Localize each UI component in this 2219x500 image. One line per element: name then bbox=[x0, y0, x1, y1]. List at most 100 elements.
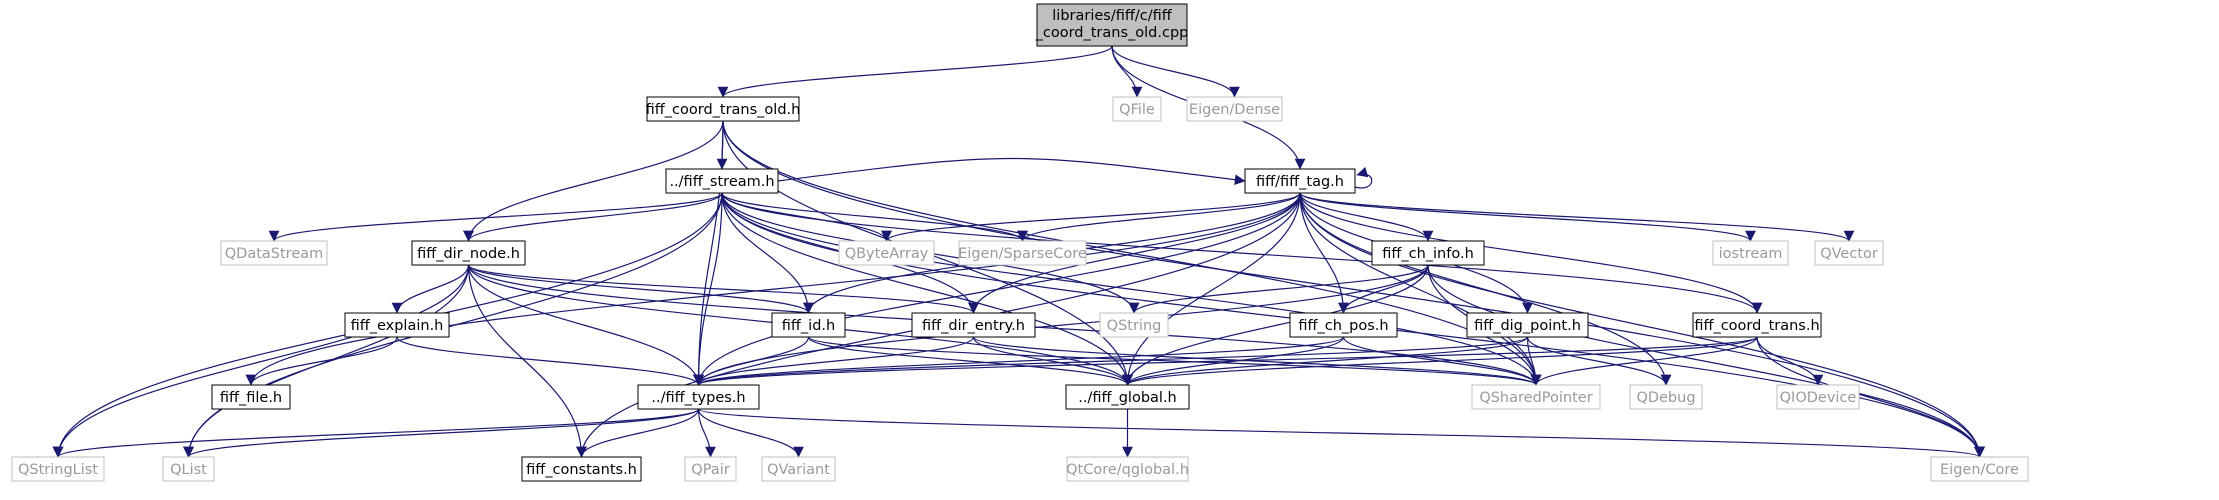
edge-line bbox=[463, 192, 723, 242]
edge-fiff_types_h-to-qlist bbox=[183, 408, 700, 458]
edge-fiff_id_h-to-fiff_global_h bbox=[807, 336, 1133, 386]
node-root[interactable]: libraries/fiff/c/fiff_coord_trans_old.cp… bbox=[1035, 3, 1189, 47]
node-box bbox=[771, 312, 846, 338]
edge-fiff_stream_h-to-qdatastream bbox=[268, 192, 723, 242]
node-fiff-dir-node-h[interactable]: fiff_dir_node.h bbox=[411, 240, 526, 266]
node-qdatastream: QDataStream bbox=[220, 240, 328, 266]
edge-fiff_dig_point_h-to-fiff_types_h bbox=[693, 336, 1529, 386]
node-label: fiff_dir_entry.h bbox=[922, 318, 1025, 334]
edge-coord_trans_old_h-to-fiff_types_h bbox=[693, 120, 724, 386]
edge-fiff_stream_h-to-fiff_tag_h bbox=[777, 157, 1246, 186]
node-label: QVariant bbox=[767, 462, 830, 478]
node-fiff-dir-entry-h[interactable]: fiff_dir_entry.h bbox=[911, 312, 1036, 338]
node-box bbox=[911, 312, 1036, 338]
node-label: fiff_ch_pos.h bbox=[1298, 318, 1388, 334]
edge-fiff_stream_h-to-fiff_global_h bbox=[721, 192, 1133, 386]
edge-fiff_dig_point_h-to-fiff_global_h bbox=[1122, 336, 1529, 386]
node-box bbox=[1930, 456, 2029, 482]
node-box bbox=[1466, 312, 1589, 338]
edge-line bbox=[693, 336, 1529, 386]
node-fiff-id-h[interactable]: fiff_id.h bbox=[771, 312, 846, 338]
node-box bbox=[1186, 96, 1283, 122]
node-label: ../fiff_global.h bbox=[1078, 390, 1177, 406]
edge-fiff_stream_h-to-qbytearray bbox=[721, 192, 892, 242]
edge-line bbox=[1111, 45, 1143, 98]
edge-line bbox=[1299, 192, 1985, 458]
edge-fiff_ch_info_h-to-fiff_types_h bbox=[693, 264, 1429, 386]
edge-line bbox=[183, 264, 470, 458]
edge-coord_trans_old_h-to-eigen_core bbox=[722, 120, 1985, 458]
node-label: fiff_ch_info.h bbox=[1382, 246, 1474, 262]
node-qvector: QVector bbox=[1814, 240, 1884, 266]
edge-line bbox=[1128, 264, 1429, 314]
edge-line bbox=[693, 336, 1345, 386]
node-label: ../fiff_types.h bbox=[651, 390, 745, 406]
edge-fiff_stream_h-to-fiff_id_h bbox=[721, 192, 814, 314]
edge-line bbox=[972, 336, 1542, 386]
node-box bbox=[1814, 240, 1884, 266]
edge-fiff_coord_trans_h-to-fiff_global_h bbox=[1122, 336, 1758, 386]
node-label: QPair bbox=[691, 462, 729, 478]
edge-fiff_stream_h-to-fiff_dir_node_h bbox=[463, 192, 723, 242]
edge-fiff_types_h-to-fiff_constants_h bbox=[576, 408, 700, 458]
node-label: QStringList bbox=[18, 462, 98, 478]
node-iostream: iostream bbox=[1712, 240, 1789, 266]
node-box bbox=[1471, 384, 1601, 410]
edge-line bbox=[722, 120, 1985, 458]
edge-line bbox=[697, 408, 716, 458]
edge-line bbox=[52, 408, 700, 458]
node-box bbox=[1099, 312, 1169, 338]
node-fiff-ch-pos-h[interactable]: fiff_ch_pos.h bbox=[1289, 312, 1398, 338]
edge-fiff_tag_h-to-qvector bbox=[1299, 192, 1855, 242]
edge-fiff_dir_node_h-to-qstringlist bbox=[52, 264, 470, 458]
node-qlist: QList bbox=[162, 456, 215, 482]
edge-line bbox=[777, 157, 1246, 186]
edge-fiff_explain_h-to-fiff_file_h bbox=[245, 336, 398, 386]
node-fiff-ch-info-h[interactable]: fiff_ch_info.h bbox=[1371, 240, 1485, 266]
node-fiff-global-h[interactable]: ../fiff_global.h bbox=[1065, 384, 1190, 410]
edge-line bbox=[245, 336, 398, 386]
node-qfile: QFile bbox=[1112, 96, 1162, 122]
node-qdebug: QDebug bbox=[1629, 384, 1703, 410]
edge-fiff_tag_h-to-fiff_file_h bbox=[245, 192, 1301, 386]
node-label: fiff_dir_node.h bbox=[417, 246, 520, 262]
node-fiff-tag-h[interactable]: fiff/fiff_tag.h bbox=[1244, 168, 1356, 194]
edge-fiff_stream_h-to-eigen_sparsecore bbox=[721, 192, 1028, 242]
edge-line bbox=[1299, 192, 1855, 242]
node-label: QString bbox=[1107, 318, 1162, 334]
edge-line bbox=[396, 336, 704, 386]
edge-line bbox=[721, 192, 814, 314]
node-box bbox=[1371, 240, 1485, 266]
node-fiff-types-h[interactable]: ../fiff_types.h bbox=[637, 384, 760, 410]
node-label: Eigen/Dense bbox=[1189, 102, 1280, 118]
node-box bbox=[344, 312, 450, 338]
node-label: QList bbox=[170, 462, 207, 478]
edge-fiff_dir_entry_h-to-fiff_types_h bbox=[693, 336, 975, 386]
node-fiff-dig-point-h[interactable]: fiff_dig_point.h bbox=[1466, 312, 1589, 338]
edge-line bbox=[807, 336, 1133, 386]
node-fiff-file-h[interactable]: fiff_file.h bbox=[211, 384, 291, 410]
node-fiff-explain-h[interactable]: fiff_explain.h bbox=[344, 312, 450, 338]
edge-line bbox=[1017, 192, 1301, 242]
edge-line bbox=[972, 336, 1133, 386]
node-label: fiff/fiff_tag.h bbox=[1256, 174, 1344, 190]
node-qstringlist: QStringList bbox=[11, 456, 105, 482]
edge-line bbox=[717, 45, 1113, 98]
edge-line bbox=[1122, 336, 1758, 386]
edge-line bbox=[721, 192, 1542, 386]
node-fiff-constants-h[interactable]: fiff_constants.h bbox=[521, 456, 642, 482]
edge-line bbox=[1111, 45, 1240, 98]
edge-fiff_explain_h-to-fiff_types_h bbox=[396, 336, 704, 386]
edge-line bbox=[391, 264, 470, 314]
node-layer: libraries/fiff/c/fiff_coord_trans_old.cp… bbox=[11, 3, 2029, 482]
node-box bbox=[1692, 312, 1822, 338]
edge-fiff_dir_node_h-to-qlist bbox=[183, 264, 470, 458]
node-fiff-stream-h[interactable]: ../fiff_stream.h bbox=[665, 168, 779, 194]
node-fiff-coord-trans-h[interactable]: fiff_coord_trans.h bbox=[1692, 312, 1822, 338]
node-coord-trans-old-h[interactable]: fiff_coord_trans_old.h bbox=[646, 96, 801, 122]
node-box bbox=[1112, 96, 1162, 122]
edge-line bbox=[467, 264, 587, 458]
node-label: fiff_file.h bbox=[220, 390, 282, 406]
edge-fiff_dir_node_h-to-fiff_id_h bbox=[467, 264, 814, 314]
edge-fiff_types_h-to-qstringlist bbox=[52, 408, 700, 458]
